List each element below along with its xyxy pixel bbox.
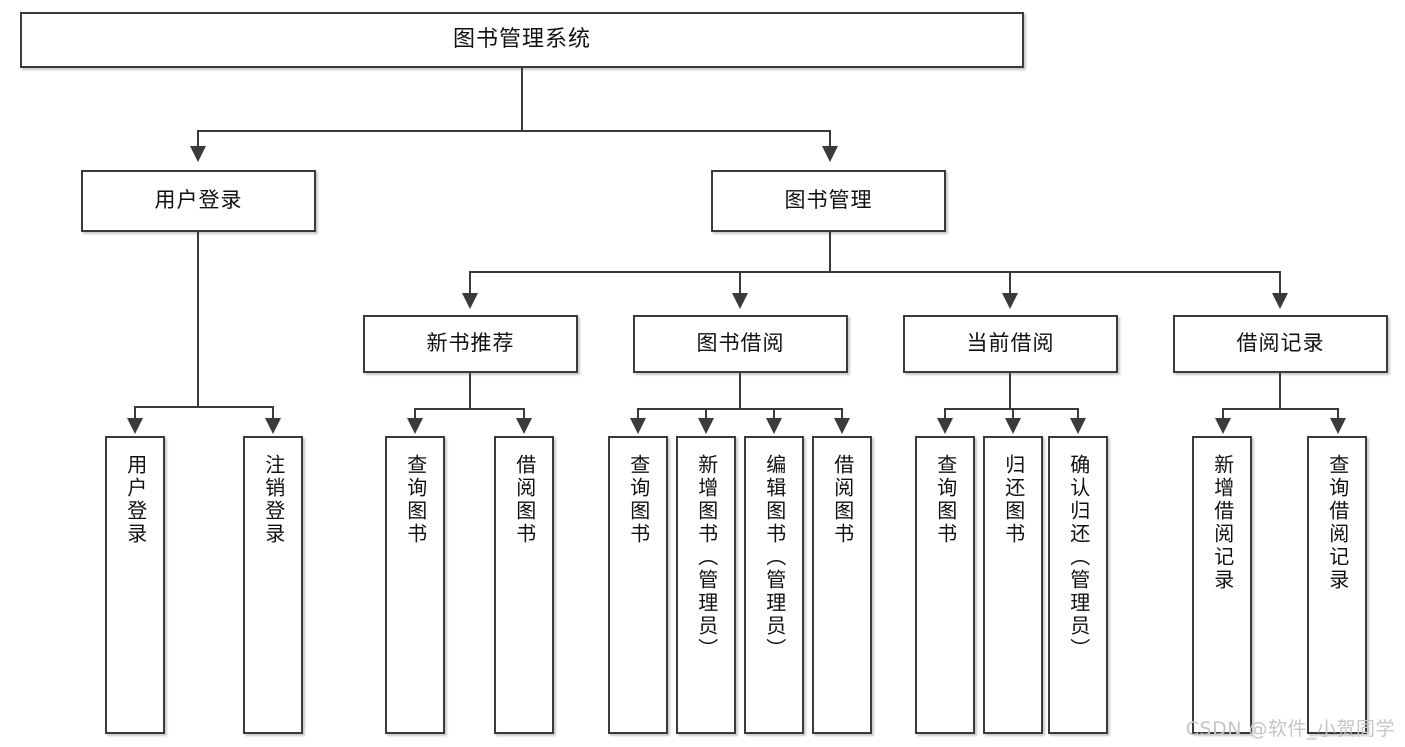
node-book-borrow[interactable]: 图书借阅 — [633, 315, 848, 373]
connector-new-books-stem — [469, 373, 471, 408]
connector-current-leaf3 — [1077, 408, 1079, 420]
connector-user-login-leaf1 — [134, 406, 136, 420]
node-label: 借阅图书 — [512, 454, 537, 546]
connector-book-mgmt-bus — [469, 271, 1280, 273]
arrow-current-leaf2 — [1005, 418, 1021, 434]
connector-book-mgmt-to-borrow — [739, 271, 741, 295]
leaf-query-books-current[interactable]: 查询图书 — [915, 436, 975, 734]
connector-borrow-leaf3 — [773, 408, 775, 420]
connector-current-leaf2 — [1012, 408, 1014, 420]
leaf-add-book-admin[interactable]: 新增图书（管理员） — [676, 436, 736, 734]
leaf-return-books[interactable]: 归还图书 — [983, 436, 1043, 734]
node-user-login[interactable]: 用户登录 — [81, 170, 316, 232]
node-label: 查询图书 — [403, 454, 428, 546]
leaf-query-borrow-record[interactable]: 查询借阅记录 — [1307, 436, 1367, 734]
node-label: 查询图书 — [933, 454, 958, 546]
connector-current-leaf1 — [944, 408, 946, 420]
arrow-book-mgmt-to-new-books — [462, 293, 478, 309]
node-label: 查询图书 — [626, 454, 651, 546]
node-new-book-recommend[interactable]: 新书推荐 — [363, 315, 578, 373]
node-label: 借阅记录 — [1236, 331, 1325, 356]
arrow-user-login-leaf2 — [265, 418, 281, 434]
connector-records-bus — [1222, 408, 1339, 410]
arrow-root-to-book-mgmt — [822, 146, 838, 162]
connector-current-bus — [944, 408, 1078, 410]
node-root-system[interactable]: 图书管理系统 — [20, 12, 1024, 68]
connector-records-leaf1 — [1222, 408, 1224, 420]
connector-book-mgmt-to-records — [1279, 271, 1281, 295]
connector-book-mgmt-stem — [829, 232, 831, 271]
leaf-query-books-borrow[interactable]: 查询图书 — [608, 436, 668, 734]
arrow-records-leaf2 — [1330, 418, 1346, 434]
leaf-borrow-books[interactable]: 借阅图书 — [812, 436, 872, 734]
connector-user-login-leaf2 — [272, 406, 274, 420]
connector-records-stem — [1279, 373, 1281, 408]
connector-borrow-leaf1 — [637, 408, 639, 420]
arrow-borrow-leaf3 — [766, 418, 782, 434]
node-label: 归还图书 — [1001, 454, 1026, 546]
node-current-borrow[interactable]: 当前借阅 — [903, 315, 1118, 373]
node-label: 确认归还（管理员） — [1066, 454, 1091, 661]
leaf-logout[interactable]: 注销登录 — [243, 436, 303, 734]
leaf-confirm-return-admin[interactable]: 确认归还（管理员） — [1048, 436, 1108, 734]
arrow-book-mgmt-to-current — [1002, 293, 1018, 309]
node-label: 新增借阅记录 — [1210, 454, 1235, 592]
leaf-add-borrow-record[interactable]: 新增借阅记录 — [1192, 436, 1252, 734]
connector-new-books-leaf2 — [523, 408, 525, 420]
arrow-user-login-leaf1 — [127, 418, 143, 434]
node-label: 用户登录 — [154, 188, 243, 213]
connector-root-bus — [197, 130, 831, 132]
arrow-new-books-leaf2 — [516, 418, 532, 434]
connector-borrow-leaf2 — [705, 408, 707, 420]
node-label: 注销登录 — [261, 454, 286, 546]
connector-book-mgmt-to-new-books — [469, 271, 471, 295]
node-label: 用户登录 — [123, 454, 148, 546]
connector-root-to-user-login — [197, 130, 199, 148]
arrow-root-to-user-login — [190, 146, 206, 162]
arrow-records-leaf1 — [1215, 418, 1231, 434]
connector-root-to-book-mgmt — [829, 130, 831, 148]
connector-new-books-leaf1 — [414, 408, 416, 420]
node-label: 图书管理 — [784, 188, 873, 213]
arrow-book-mgmt-to-borrow — [732, 293, 748, 309]
node-label: 新增图书（管理员） — [694, 454, 719, 661]
node-label: 当前借阅 — [966, 331, 1055, 356]
leaf-edit-book-admin[interactable]: 编辑图书（管理员） — [744, 436, 804, 734]
leaf-borrow-books-new[interactable]: 借阅图书 — [494, 436, 554, 734]
arrow-current-leaf3 — [1070, 418, 1086, 434]
connector-user-login-stem — [197, 232, 199, 406]
connector-root-stem — [521, 68, 523, 130]
node-label: 编辑图书（管理员） — [762, 454, 787, 661]
arrow-borrow-leaf4 — [834, 418, 850, 434]
node-label: 图书借阅 — [696, 331, 785, 356]
node-label: 新书推荐 — [426, 331, 515, 356]
node-label: 查询借阅记录 — [1325, 454, 1350, 592]
connector-book-mgmt-to-current — [1009, 271, 1011, 295]
arrow-new-books-leaf1 — [407, 418, 423, 434]
connector-borrow-stem — [739, 373, 741, 408]
arrow-borrow-leaf1 — [630, 418, 646, 434]
arrow-borrow-leaf2 — [698, 418, 714, 434]
node-book-management[interactable]: 图书管理 — [711, 170, 946, 232]
arrow-book-mgmt-to-records — [1272, 293, 1288, 309]
leaf-user-login[interactable]: 用户登录 — [105, 436, 165, 734]
node-label: 图书管理系统 — [452, 26, 591, 52]
node-borrow-records[interactable]: 借阅记录 — [1173, 315, 1388, 373]
node-label: 借阅图书 — [830, 454, 855, 546]
connector-records-leaf2 — [1337, 408, 1339, 420]
connector-current-stem — [1009, 373, 1011, 408]
connector-user-login-bus — [134, 406, 273, 408]
leaf-query-books-new[interactable]: 查询图书 — [385, 436, 445, 734]
arrow-current-leaf1 — [937, 418, 953, 434]
connector-new-books-bus — [414, 408, 525, 410]
connector-borrow-leaf4 — [841, 408, 843, 420]
connector-borrow-bus — [637, 408, 842, 410]
